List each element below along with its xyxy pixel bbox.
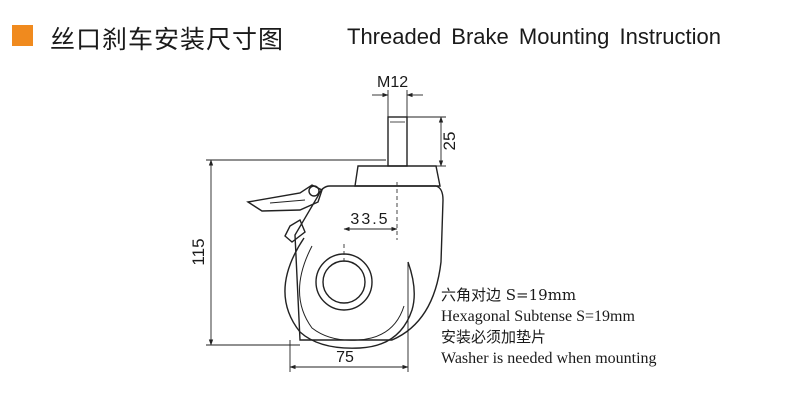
dim-label-stem-length: 25 — [440, 132, 459, 151]
dimension-lines — [206, 90, 446, 372]
brake-pivot — [308, 185, 320, 197]
hex-nut — [354, 165, 441, 187]
caster-outline — [246, 116, 444, 349]
brake-lever — [284, 218, 306, 243]
brake-pedal — [246, 184, 323, 212]
title-marker-square — [12, 25, 33, 46]
note-washer-en: Washer is needed when mounting — [441, 350, 657, 367]
note-hex-cn: 六角对边 S=19mm — [441, 286, 577, 304]
dim-label-offset: 33.5 — [350, 211, 389, 228]
note-hex-en: Hexagonal Subtense S=19mm — [441, 308, 635, 325]
wheel-tyre — [284, 237, 415, 349]
header: 丝口刹车安装尺寸图 Threaded Brake Mounting Instru… — [0, 18, 789, 58]
mounting-notes: 六角对边 S=19mm Hexagonal Subtense S=19mm 安装… — [441, 285, 657, 369]
dim-label-width: 75 — [336, 349, 354, 366]
hub-bore — [322, 260, 366, 304]
note-washer-cn: 安装必须加垫片 — [441, 328, 547, 346]
title-chinese: 丝口刹车安装尺寸图 — [50, 25, 285, 54]
title-english: Threaded Brake Mounting Instruction — [347, 24, 721, 49]
threaded-stem — [387, 116, 408, 167]
fork-housing — [294, 185, 444, 341]
dim-label-height: 115 — [189, 238, 208, 265]
dim-label-thread: M12 — [377, 74, 408, 91]
wheel-hub — [315, 253, 373, 311]
